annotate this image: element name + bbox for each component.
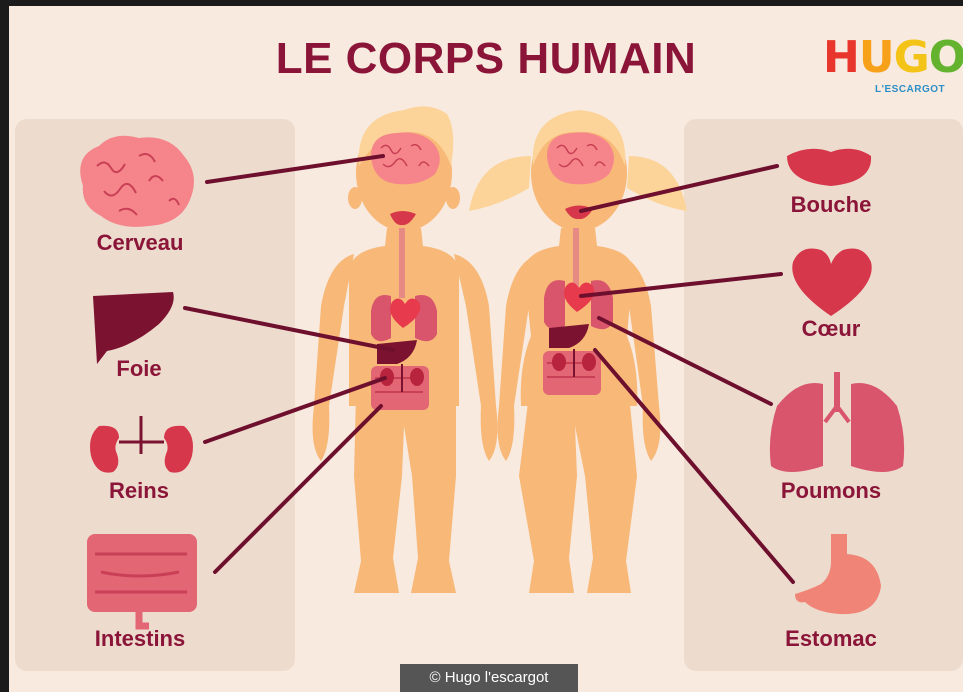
intestines-icon bbox=[87, 534, 197, 626]
copyright-badge: © Hugo l'escargot bbox=[400, 664, 578, 692]
liver-icon bbox=[93, 292, 174, 364]
brain-icon bbox=[80, 136, 194, 227]
girl-figure bbox=[469, 110, 687, 593]
heart-icon bbox=[792, 249, 871, 317]
label-bouche: Bouche bbox=[771, 192, 891, 218]
lungs-icon bbox=[770, 372, 904, 472]
label-reins: Reins bbox=[89, 478, 189, 504]
label-poumons: Poumons bbox=[761, 478, 901, 504]
infographic: LE CORPS HUMAIN HUGO L'ESCARGOT bbox=[9, 6, 963, 692]
mouth-icon bbox=[787, 149, 871, 186]
kidneys-icon bbox=[90, 416, 193, 473]
label-coeur: Cœur bbox=[771, 316, 891, 342]
body-diagram bbox=[9, 6, 963, 692]
label-foie: Foie bbox=[89, 356, 189, 382]
boy-figure bbox=[313, 106, 498, 593]
label-cerveau: Cerveau bbox=[75, 230, 205, 256]
stomach-icon bbox=[795, 534, 881, 614]
label-intestins: Intestins bbox=[65, 626, 215, 652]
label-estomac: Estomac bbox=[761, 626, 901, 652]
